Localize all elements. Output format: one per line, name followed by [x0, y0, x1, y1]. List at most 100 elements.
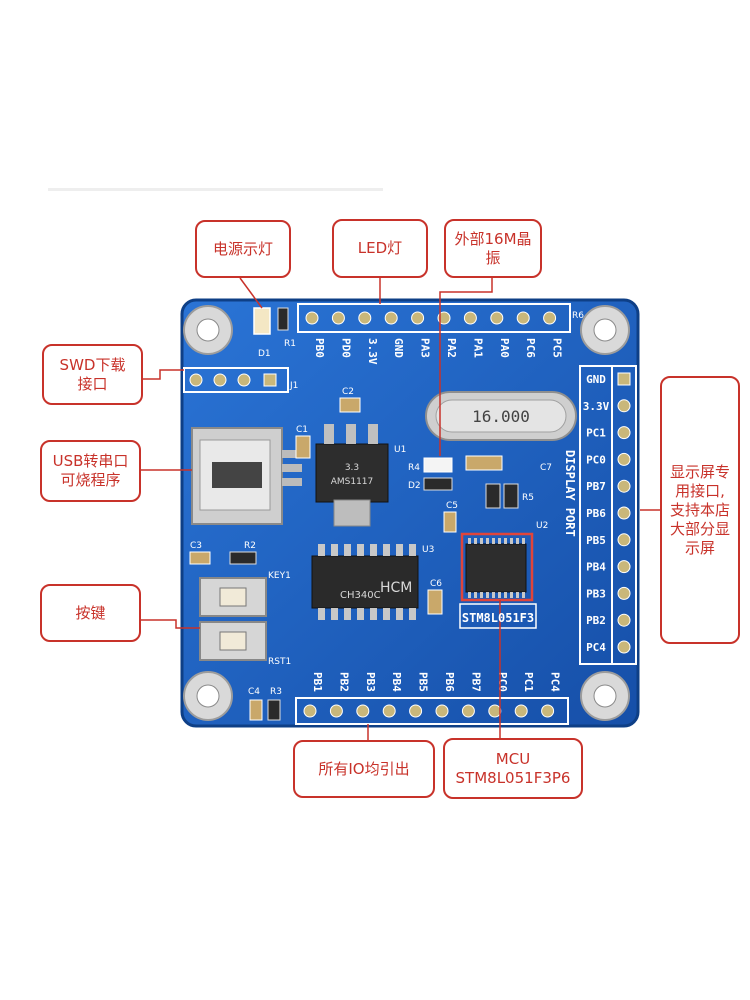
bottom-pin-label: PB6: [443, 672, 456, 692]
swd-header-outline: [183, 367, 289, 393]
chip-pin: [370, 608, 377, 620]
callout-display-text: 显示屏专 用接口, 支持本店 大部分显 示屏: [669, 462, 730, 557]
leader-lines: [141, 277, 660, 740]
right-label-box: [579, 365, 613, 665]
right-pin-label: GND: [586, 373, 606, 386]
callout-io: 所有IO均引出: [293, 740, 435, 798]
callout-crystal-text: 外部16M晶 振: [454, 229, 532, 267]
top-pad: [411, 311, 425, 325]
regulator-sub: 3.3: [345, 463, 359, 473]
top-pin-label: PD0: [339, 338, 352, 358]
callout-display: 显示屏专 用接口, 支持本店 大部分显 示屏: [660, 376, 740, 644]
resistor-r2: [229, 551, 257, 565]
right-pad: [617, 372, 631, 386]
chip-pin: [331, 608, 338, 620]
callout-mcu-text: MCU STM8L051F3P6: [455, 749, 571, 787]
crystal-oscillator: [425, 391, 577, 441]
key1-button: [199, 577, 267, 617]
chip-pin: [468, 592, 471, 598]
top-pin-label: 3.3V: [366, 338, 379, 365]
resistor-r6: [503, 483, 519, 509]
silk-c5: C5: [446, 501, 458, 511]
mcu-chip: [460, 532, 534, 602]
top-pad: [384, 311, 398, 325]
bottom-pin-label: PC1: [522, 672, 535, 692]
mounting-hole-br: [580, 671, 630, 721]
resistor-r1: [277, 307, 289, 331]
top-pad: [543, 311, 557, 325]
right-pad: [617, 560, 631, 574]
bottom-pad: [382, 704, 396, 718]
right-pin-label: PC0: [586, 453, 606, 466]
mounting-hole-tr: [580, 305, 630, 355]
top-pin-label: GND: [392, 338, 405, 358]
silk-r6: R6: [572, 311, 584, 321]
chip-pin: [492, 592, 495, 598]
right-pin-label: PC1: [586, 427, 606, 440]
chip-pin: [510, 538, 513, 544]
bottom-pin-label: PB7: [469, 672, 482, 692]
bottom-pin-label: PB2: [337, 672, 350, 692]
top-pin-label: PC6: [524, 338, 537, 358]
silk-c4: C4: [248, 687, 260, 697]
capacitor-c6: [427, 589, 443, 615]
chip-pin: [504, 538, 507, 544]
top-pin-label: PA1: [471, 338, 484, 358]
voltage-regulator: [315, 424, 389, 527]
chip-pin: [357, 544, 364, 556]
chip-pin: [480, 538, 483, 544]
top-pad: [516, 311, 530, 325]
callout-led: LED灯: [332, 219, 428, 278]
chip-pin: [396, 544, 403, 556]
callout-io-text: 所有IO均引出: [318, 759, 410, 778]
chip-pin: [504, 592, 507, 598]
callout-swd: SWD下载 接口: [42, 344, 143, 405]
silk-c1: C1: [296, 425, 308, 435]
callout-usb-text: USB转串口 可烧程序: [52, 452, 129, 489]
bottom-pad: [541, 704, 555, 718]
silk-rst1: RST1: [268, 657, 291, 667]
right-pin-label: PB2: [586, 614, 606, 627]
chip-pin: [492, 538, 495, 544]
silk-r5: R5: [522, 493, 534, 503]
chip-pin: [474, 592, 477, 598]
top-pin-label: PA3: [419, 338, 432, 358]
top-pad: [437, 311, 451, 325]
bottom-pin-label: PB1: [311, 672, 324, 692]
top-pin-label: PA0: [498, 338, 511, 358]
chip-pin: [498, 592, 501, 598]
right-pin-label: PB3: [586, 587, 606, 600]
capacitor-c3: [189, 551, 211, 565]
chip-pin: [344, 608, 351, 620]
callout-key-text: 按键: [75, 603, 106, 622]
capacitor-c4: [249, 699, 263, 721]
shadow-line: [48, 188, 383, 191]
callout-power-led: 电源示灯: [195, 220, 291, 278]
bottom-pad: [435, 704, 449, 718]
bottom-pad: [488, 704, 502, 718]
right-pad: [617, 533, 631, 547]
chip-pin: [409, 544, 416, 556]
capacitor-c7: [465, 455, 503, 471]
top-header-outline: [297, 303, 571, 333]
silk-c2: C2: [342, 387, 354, 397]
resistor-r5: [485, 483, 501, 509]
silk-r4: R4: [408, 463, 420, 473]
top-pin-label: PB0: [313, 338, 326, 358]
chip-pin: [516, 538, 519, 544]
regulator-marking: AMS1117: [331, 477, 374, 487]
resistor-r4: [423, 477, 453, 491]
chip-pin: [474, 538, 477, 544]
top-pad: [305, 311, 319, 325]
display-port-label: DISPLAY PORT: [563, 450, 577, 537]
mounting-hole-tl: [183, 305, 233, 355]
chip-pin: [409, 608, 416, 620]
chip-pin: [480, 592, 483, 598]
bottom-pin-label: PC4: [549, 672, 562, 692]
capacitor-c2: [339, 397, 361, 413]
chip-pin: [318, 608, 325, 620]
silk-u3: U3: [422, 545, 434, 555]
chip-pin: [318, 544, 325, 556]
right-pin-label: PB6: [586, 507, 606, 520]
